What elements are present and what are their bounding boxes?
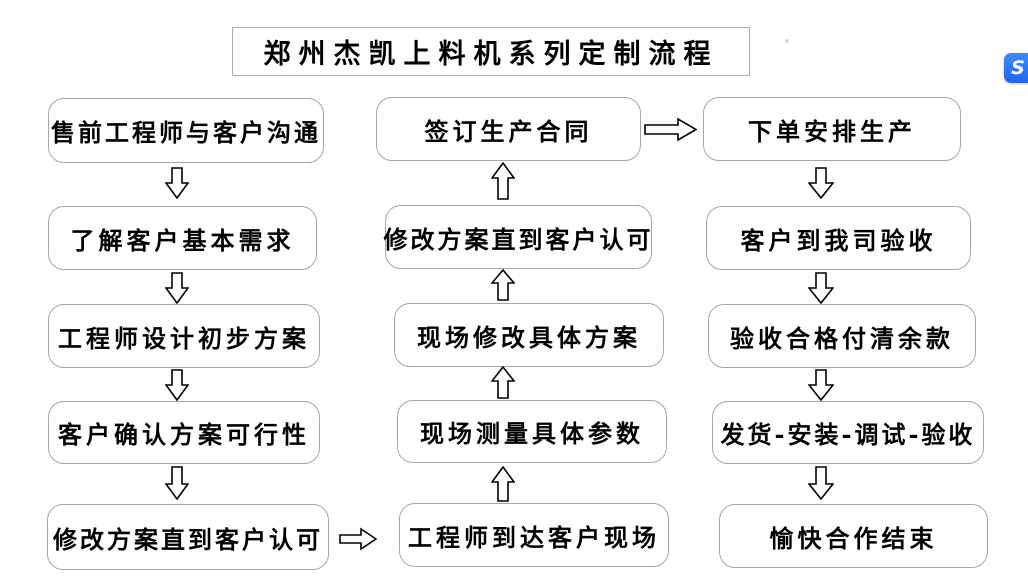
up-arrow-connector-middle-4 bbox=[491, 466, 515, 502]
down-arrow-connector-right-4 bbox=[808, 466, 834, 500]
node-right-4: 发货-安装-调试-验收 bbox=[712, 401, 984, 464]
down-arrow-connector-left-4 bbox=[165, 466, 189, 500]
node-left-3: 工程师设计初步方案 bbox=[48, 304, 320, 368]
up-arrow-connector-middle-1 bbox=[491, 162, 515, 200]
diagram-title: 郑州杰凯上料机系列定制流程 bbox=[232, 27, 750, 76]
node-left-2: 了解客户基本需求 bbox=[48, 206, 317, 270]
node-left-1: 售前工程师与客户沟通 bbox=[48, 98, 324, 163]
node-middle-3: 现场修改具体方案 bbox=[394, 303, 664, 367]
node-middle-2: 修改方案直到客户认可 bbox=[384, 205, 652, 269]
node-right-2: 客户到我司验收 bbox=[706, 206, 971, 270]
down-arrow-connector-left-1 bbox=[165, 167, 189, 199]
right-arrow-connector-middle1-right1 bbox=[644, 117, 697, 142]
down-arrow-connector-left-3 bbox=[165, 369, 189, 401]
node-middle-5: 工程师到达客户现场 bbox=[399, 503, 669, 567]
s-logo-icon: S bbox=[1011, 56, 1025, 79]
node-right-5: 愉快合作结束 bbox=[719, 504, 988, 568]
s-logo-badge[interactable]: S bbox=[1004, 53, 1028, 83]
up-arrow-connector-middle-2 bbox=[491, 269, 515, 301]
node-left-4: 客户确认方案可行性 bbox=[48, 401, 320, 464]
up-arrow-connector-middle-3 bbox=[491, 366, 515, 399]
node-right-3: 验收合格付清余款 bbox=[708, 304, 976, 368]
node-right-1: 下单安排生产 bbox=[703, 97, 961, 161]
down-arrow-connector-right-2 bbox=[808, 272, 834, 304]
down-arrow-connector-right-3 bbox=[808, 369, 834, 401]
right-arrow-connector-left5-middle5 bbox=[339, 527, 377, 551]
dot-artifact bbox=[785, 39, 789, 43]
node-middle-1: 签订生产合同 bbox=[376, 97, 641, 161]
node-middle-4: 现场测量具体参数 bbox=[397, 400, 667, 463]
down-arrow-connector-left-2 bbox=[165, 272, 189, 304]
down-arrow-connector-right-1 bbox=[808, 167, 834, 199]
node-left-5: 修改方案直到客户认可 bbox=[47, 504, 329, 570]
